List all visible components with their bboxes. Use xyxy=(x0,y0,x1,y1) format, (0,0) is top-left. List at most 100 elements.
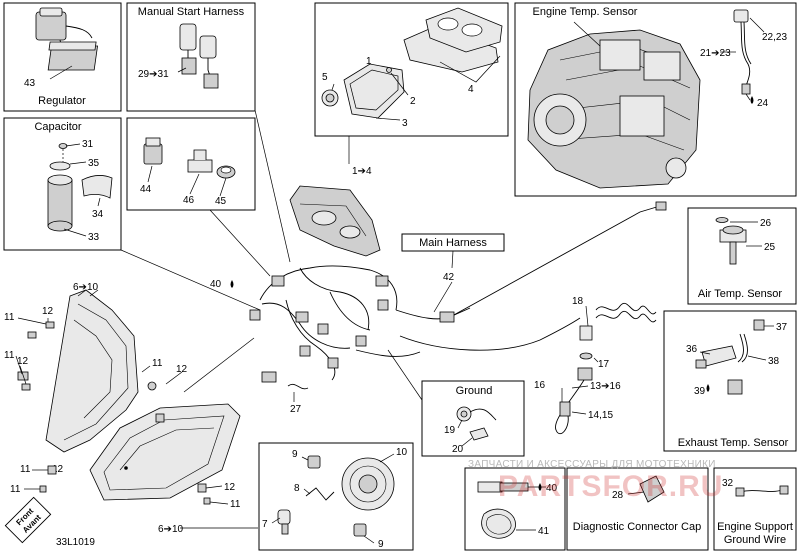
diagnostic-connector-cap-title: Diagnostic Connector Cap xyxy=(573,521,701,533)
callout-21-23: 21➔23 xyxy=(700,48,731,59)
diagnostic-connector-cap-box xyxy=(566,467,709,551)
callout-19: 19 xyxy=(444,425,456,436)
callout-22-23: 22,23 xyxy=(762,32,787,43)
regulator-drawing xyxy=(35,7,98,80)
engine-support-title-line2: Ground Wire xyxy=(724,534,786,546)
callout-1-4: 1➔4 xyxy=(352,166,372,177)
headlight-bulb-box xyxy=(258,442,414,551)
callout-40-b: 40 xyxy=(546,483,558,494)
callout-11-c: 11 xyxy=(152,358,163,369)
gauge-parts-box xyxy=(314,2,509,137)
callout-28: 28 xyxy=(612,490,624,501)
callout-14-15: 14,15 xyxy=(588,410,613,421)
callout-13-16: 13➔16 xyxy=(590,381,621,392)
callout-11-f: 11 xyxy=(230,499,241,510)
capacitor-title: Capacitor xyxy=(34,121,81,133)
callout-29-31: 29➔31 xyxy=(138,69,169,80)
callout-4: 4 xyxy=(468,84,474,95)
callout-11-d: 11 xyxy=(20,464,31,475)
callout-24: 24 xyxy=(757,98,769,109)
callout-6-10-top: 6➔10 xyxy=(73,282,99,293)
callout-36: 36 xyxy=(686,344,698,355)
exhaust-temp-sensor-box xyxy=(663,310,797,452)
oil-drop-icon xyxy=(706,384,710,392)
exhaust-temp-sensor-drawing xyxy=(695,319,774,395)
callout-40: 40 xyxy=(210,279,222,290)
front-marker: Front Avant xyxy=(4,496,52,544)
headlight-bulb-drawing xyxy=(271,453,395,544)
callout-12-b: 12 xyxy=(17,356,29,367)
callout-8: 8 xyxy=(294,483,300,494)
capacitor-drawing xyxy=(47,143,113,237)
callout-26: 26 xyxy=(760,218,772,229)
callout-9-b: 9 xyxy=(378,539,384,550)
watermark-logo: PARTSFOR.RU xyxy=(498,470,724,503)
callout-45: 45 xyxy=(215,196,227,207)
air-temp-sensor-drawing xyxy=(715,217,762,265)
manual-start-harness-title: Manual Start Harness xyxy=(138,6,245,18)
callout-9-a: 9 xyxy=(292,449,298,460)
fuse-box xyxy=(464,467,566,551)
callout-18: 18 xyxy=(572,296,584,307)
engine-support-ground-wire-box xyxy=(713,467,797,551)
callout-12-d: 12 xyxy=(52,464,64,475)
callout-17: 17 xyxy=(598,359,610,370)
callout-33: 33 xyxy=(88,232,100,243)
air-temp-sensor-title: Air Temp. Sensor xyxy=(698,288,783,300)
engine-temp-sensor-box xyxy=(514,2,797,197)
ground-drawing xyxy=(456,406,497,447)
regulator-box xyxy=(3,2,122,112)
engine-drawing xyxy=(527,21,701,189)
callout-31: 31 xyxy=(82,139,94,150)
callout-2: 2 xyxy=(410,96,416,107)
manual-start-harness-box xyxy=(126,2,256,112)
connector-parts-box xyxy=(126,117,256,211)
callout-11-b: 11 xyxy=(4,350,15,361)
connector-parts-drawing xyxy=(143,137,236,197)
callout-41: 41 xyxy=(538,526,550,537)
main-harness-drawing xyxy=(249,201,667,390)
callout-43: 43 xyxy=(24,78,36,89)
regulator-title: Regulator xyxy=(38,95,86,107)
callout-25: 25 xyxy=(764,242,776,253)
callout-12-c: 12 xyxy=(176,364,188,375)
callout-44: 44 xyxy=(140,184,152,195)
callout-3: 3 xyxy=(402,118,408,129)
callout-34: 34 xyxy=(92,209,104,220)
coiled-cord-drawing xyxy=(555,303,657,435)
callout-12-a: 12 xyxy=(42,306,54,317)
fuse-drawing xyxy=(477,481,546,539)
callout-27: 27 xyxy=(290,404,302,415)
callout-11-e: 11 xyxy=(10,484,21,495)
headlight-upper-drawing xyxy=(45,289,139,453)
diagnostic-cap-drawing xyxy=(627,475,665,503)
callout-1: 1 xyxy=(366,56,372,67)
drawing-code: 33L1019 xyxy=(56,537,95,548)
callout-12-e: 12 xyxy=(224,482,236,493)
callout-10: 10 xyxy=(396,447,408,458)
callout-37: 37 xyxy=(776,322,788,333)
callout-39: 39 xyxy=(694,386,706,397)
fasteners-drawing xyxy=(15,289,258,529)
callout-32: 32 xyxy=(722,478,734,489)
ground-box xyxy=(421,380,525,457)
callout-6-10-bottom: 6➔10 xyxy=(158,524,184,535)
callout-46: 46 xyxy=(183,195,195,206)
capacitor-box xyxy=(3,117,122,251)
engine-temp-sensor-drawing xyxy=(720,9,765,101)
callout-16: 16 xyxy=(534,380,546,391)
watermark-tagline: ЗАПЧАСТИ И АКСЕССУАРЫ ДЛЯ МОТОТЕХНИКИ xyxy=(468,459,716,470)
gauge-cluster-drawing xyxy=(289,185,381,257)
headlight-lower-drawing xyxy=(89,403,241,501)
callout-5: 5 xyxy=(322,72,328,83)
callout-35: 35 xyxy=(88,158,100,169)
ground-title: Ground xyxy=(456,385,493,397)
air-temp-sensor-box xyxy=(687,207,797,305)
oil-drop-icon xyxy=(230,280,234,288)
gauge-parts-drawing xyxy=(321,7,503,164)
callout-38: 38 xyxy=(768,356,780,367)
oil-drop-icon xyxy=(538,483,542,491)
ground-wire-drawing xyxy=(735,485,789,497)
callout-7: 7 xyxy=(262,519,268,530)
